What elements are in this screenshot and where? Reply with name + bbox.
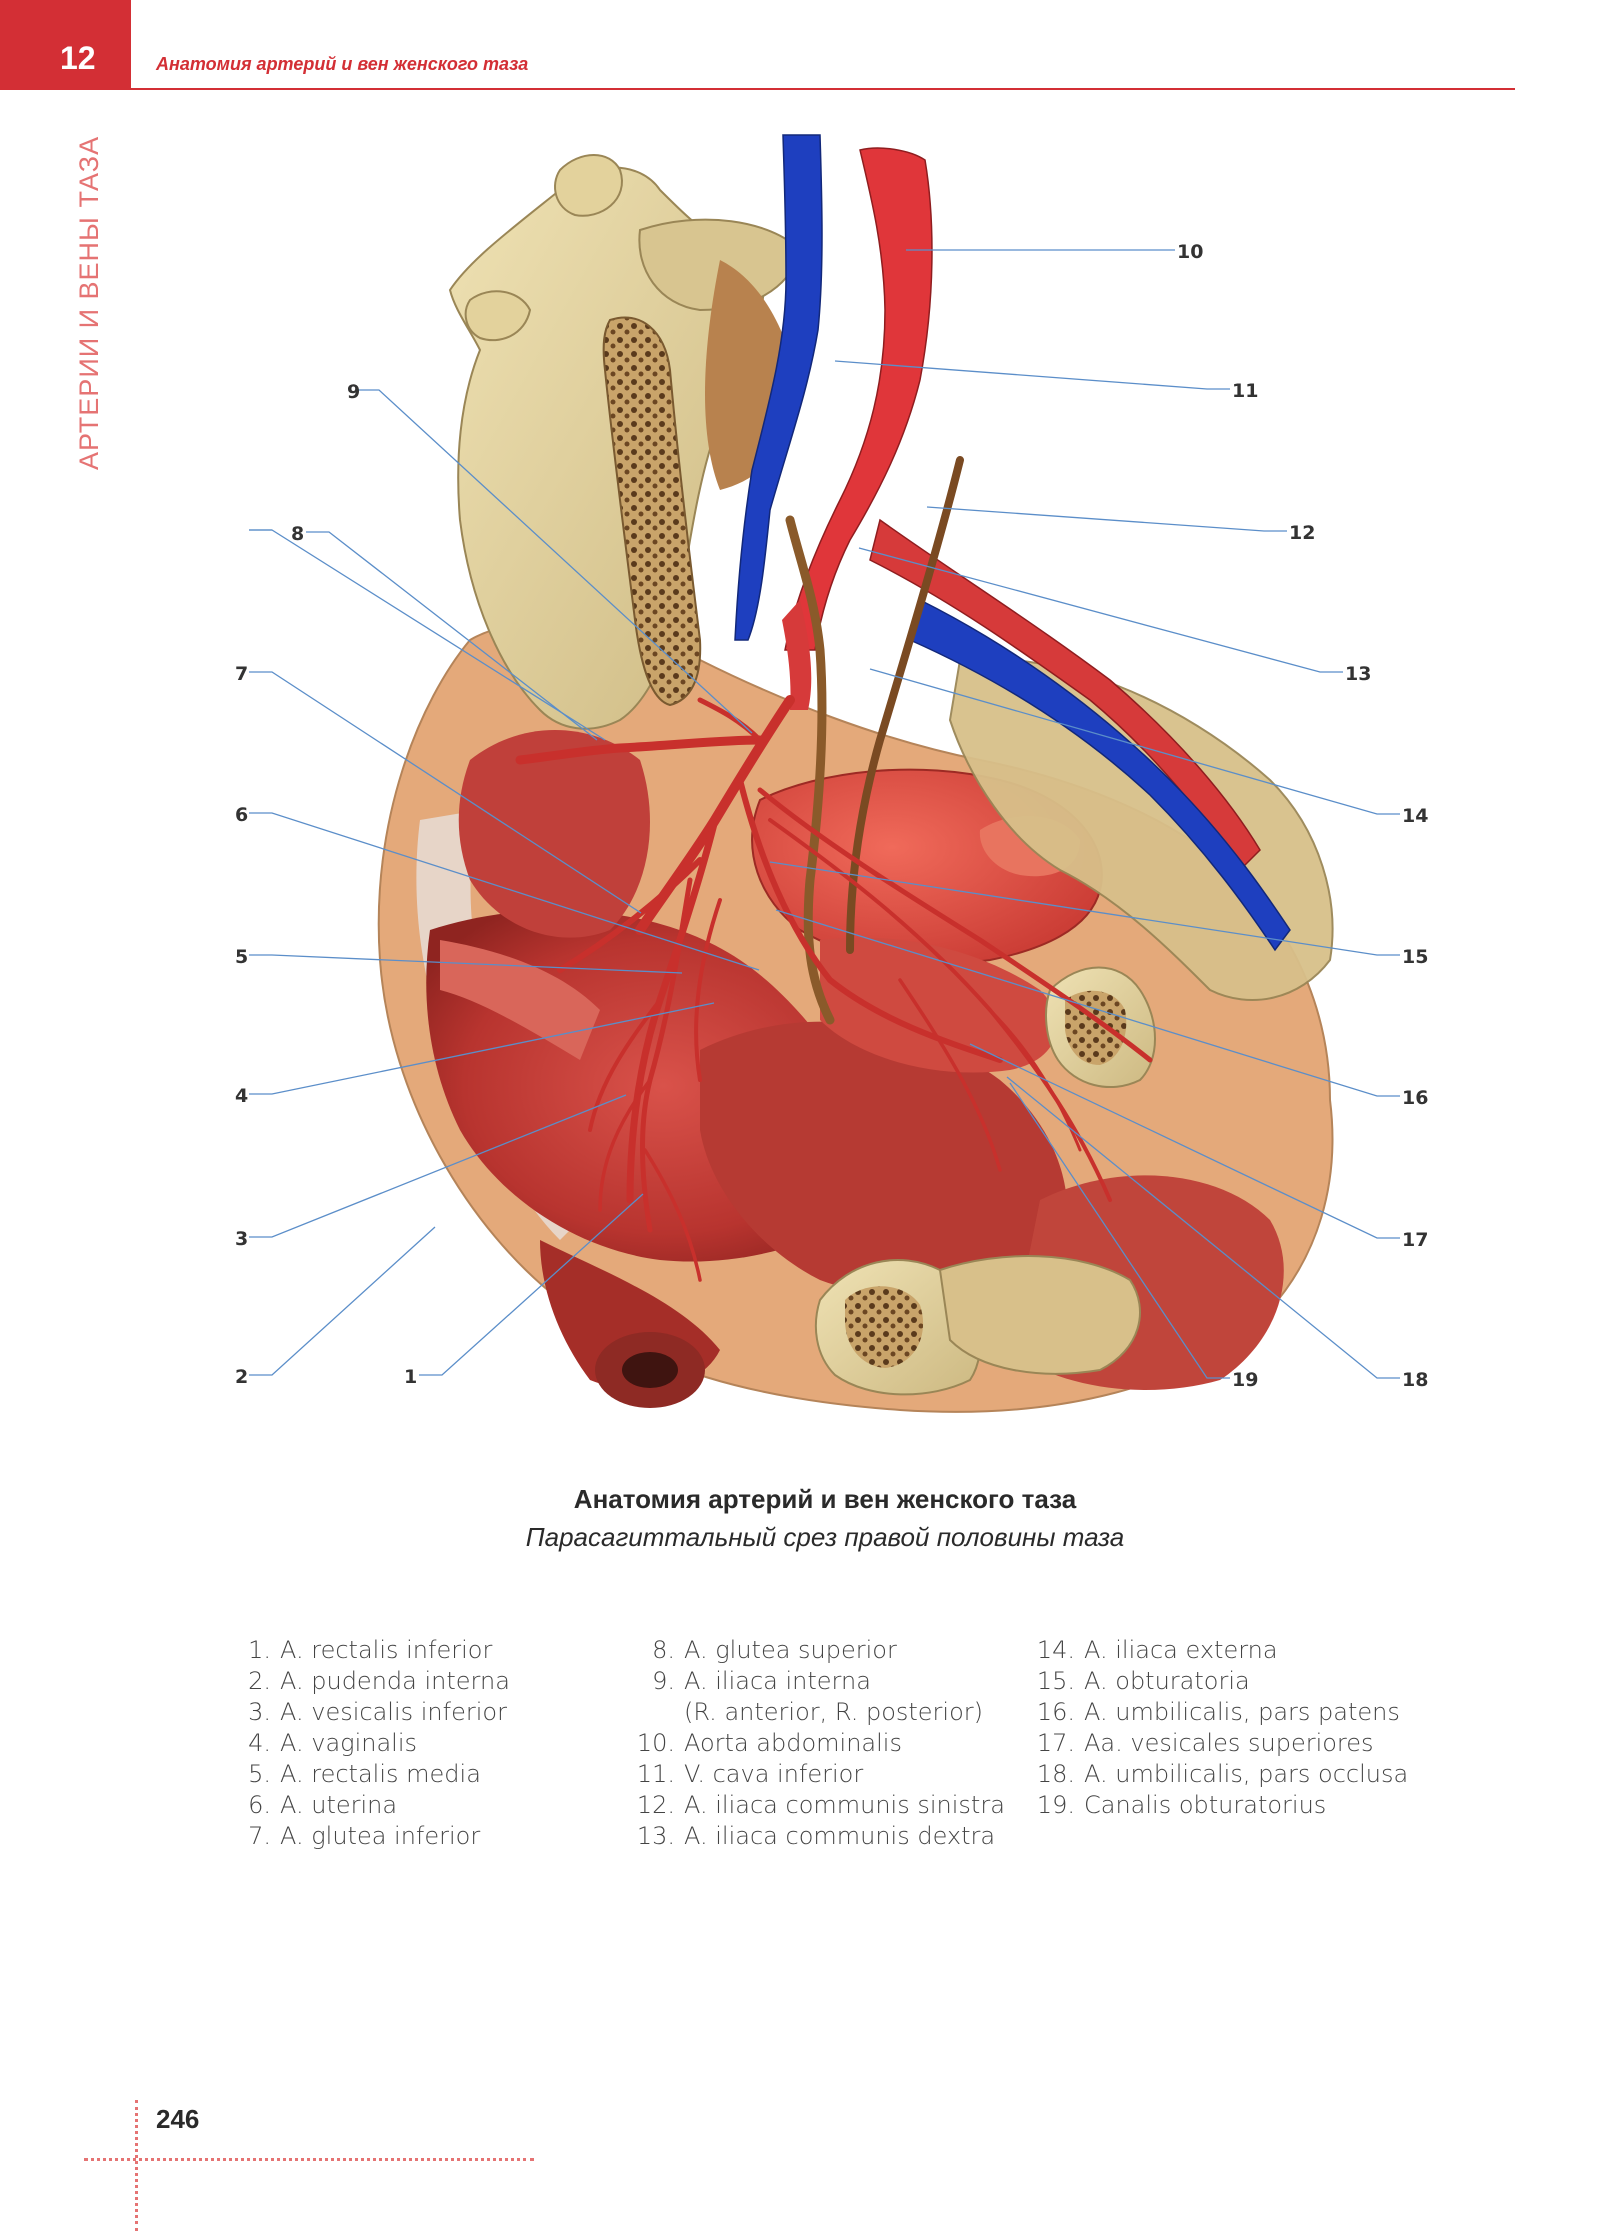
legend-item: 16.A. umbilicalis, pars patens [1036,1698,1400,1726]
legend-item: 6.A. uterina [248,1791,398,1819]
callout-15: 15 [1402,946,1428,968]
callout-19: 19 [1232,1369,1258,1391]
sacrum-bone [448,154,802,730]
callout-11: 11 [1232,380,1258,402]
callout-8: 8 [291,523,304,545]
figure-caption-title: Анатомия артерий и вен женского таза [573,1484,1077,1514]
legend-item: 15.A. obturatoria [1036,1667,1250,1695]
legend-item: 1.A. rectalis inferior [248,1636,493,1664]
legend-item: 13.A. iliaca communis dextra [636,1822,996,1850]
great-vessels [734,134,1291,1025]
header-rule [131,88,1515,90]
legend-item: 8.A. glutea superior [652,1636,897,1664]
callout-17: 17 [1402,1229,1428,1251]
callout-9: 9 [347,381,360,403]
anatomy-illustration: 1 2 3 4 5 6 7 8 9 10 11 12 13 14 15 16 1… [235,134,1428,1413]
legend-item: 9.A. iliaca interna [652,1667,871,1695]
callout-6: 6 [235,804,248,826]
running-header-title: Анатомия артерий и вен женского таза [156,54,529,74]
pubic-bone [814,657,1334,1396]
legend-item: 19.Canalis obturatorius [1036,1791,1327,1819]
figure-caption-subtitle: Парасагиттальный срез правой половины та… [525,1522,1125,1552]
callout-2: 2 [235,1366,248,1388]
callout-13: 13 [1345,663,1371,685]
callout-16: 16 [1402,1087,1428,1109]
chapter-box: 12 [0,0,131,90]
callout-7: 7 [235,663,248,685]
page-number: 246 [156,2104,200,2134]
legend-item: 12.A. iliaca communis sinistra [636,1791,1005,1819]
footer-dotted-vertical-rule [135,2100,138,2231]
legend-item-continuation: (R. anterior, R. posterior) [684,1698,984,1726]
legend-column-1: 1.A. rectalis inferior 2.A. pudenda inte… [235,1635,510,1852]
legend-item: 18.A. umbilicalis, pars occlusa [1036,1760,1409,1788]
legend-item: 5.A. rectalis media [248,1760,481,1788]
legend-item: 3.A. vesicalis inferior [248,1698,507,1726]
leader-lines [249,249,1400,1379]
callout-labels: 1 2 3 4 5 6 7 8 9 10 11 12 13 14 15 16 1… [235,241,1428,1391]
chapter-number: 12 [60,40,96,76]
callout-14: 14 [1402,805,1428,827]
footer-dotted-rule [84,2158,534,2161]
legend-item: 17.Aa. vesicales superiores [1036,1729,1374,1757]
legend-item: 4.A. vaginalis [248,1729,417,1757]
legend-item: 2.A. pudenda interna [248,1667,510,1695]
callout-1: 1 [404,1366,417,1388]
callout-5: 5 [235,946,248,968]
legend-item: 7.A. glutea inferior [248,1822,481,1850]
legend-column-2: 8.A. glutea superior 9.A. iliaca interna… [625,1635,1005,1852]
legend-item: 14.A. iliaca externa [1036,1636,1278,1664]
callout-10: 10 [1177,241,1203,263]
legend-item: 11.V. cava inferior [636,1760,864,1788]
legend-column-3: 14.A. iliaca externa 15.A. obturatoria 1… [1025,1635,1408,1821]
callout-12: 12 [1289,522,1315,544]
legend-item: 10.Aorta abdominalis [636,1729,902,1757]
callout-18: 18 [1402,1369,1428,1391]
callout-4: 4 [235,1085,248,1107]
callout-3: 3 [235,1228,248,1250]
